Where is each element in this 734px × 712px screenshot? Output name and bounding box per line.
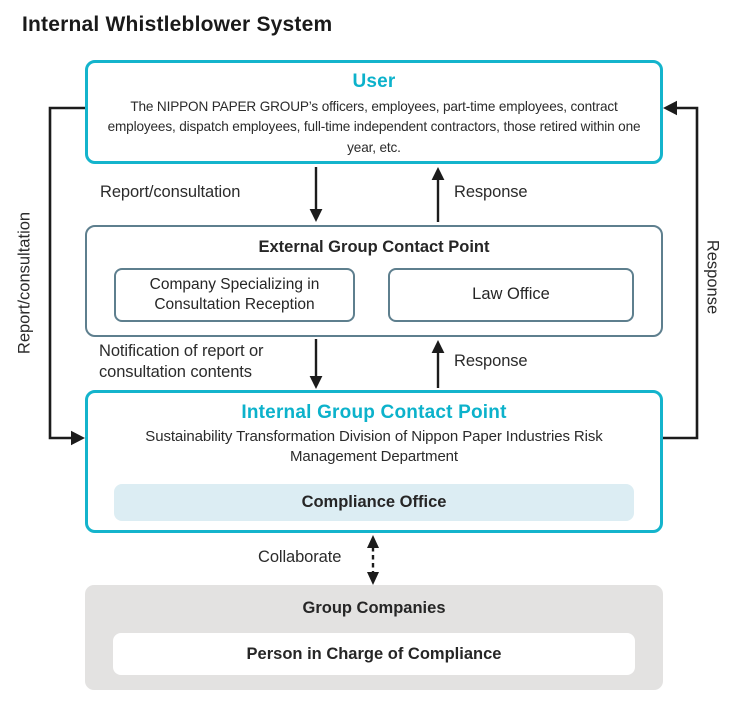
response-up-arrow-mid (431, 340, 445, 388)
response-up-arrow-top (431, 167, 445, 222)
external-contact-point-box: External Group Contact Point Company Spe… (85, 225, 663, 337)
consultation-company-box: Company Specializing in Consultation Rec… (114, 268, 355, 322)
group-companies-box: Group Companies Person in Charge of Comp… (85, 585, 663, 690)
user-box-description: The NIPPON PAPER GROUP’s officers, emplo… (107, 99, 641, 155)
internal-box-title: Internal Group Contact Point (241, 402, 507, 423)
person-in-charge-box: Person in Charge of Compliance (113, 633, 635, 675)
notification-label: Notification of report or consultation c… (99, 342, 264, 382)
response-label-top: Response (454, 183, 528, 201)
report-consultation-label: Report/consultation (100, 183, 241, 201)
report-down-arrow (309, 167, 323, 222)
collaborate-label: Collaborate (258, 548, 342, 566)
side-report-consultation-label: Report/consultation (15, 211, 34, 355)
page-title: Internal Whistleblower System (22, 13, 333, 36)
side-response-route-line (662, 100, 699, 440)
group-box-title: Group Companies (302, 599, 446, 617)
compliance-office-box: Compliance Office (114, 484, 634, 521)
law-office-box: Law Office (388, 268, 634, 322)
user-box: User The NIPPON PAPER GROUP’s officers, … (85, 60, 663, 164)
external-box-title: External Group Contact Point (258, 238, 490, 256)
user-box-title: User (352, 71, 396, 92)
side-report-route-line (48, 106, 86, 446)
side-response-label: Response (703, 239, 722, 315)
response-label-mid: Response (454, 352, 528, 370)
internal-contact-point-box: Internal Group Contact Point Sustainabil… (85, 390, 663, 533)
collaborate-dashed-arrow (367, 535, 379, 585)
internal-box-subtitle: Sustainability Transformation Division o… (145, 428, 603, 466)
